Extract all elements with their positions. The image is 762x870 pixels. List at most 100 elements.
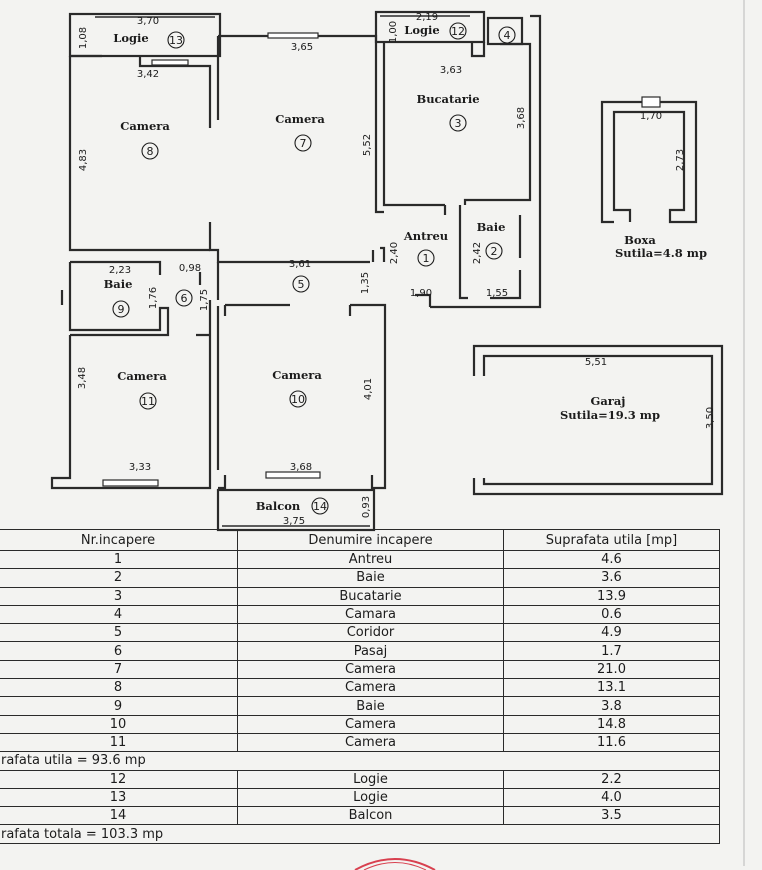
cell-nr: 7 [0, 659, 238, 680]
cell-suprafata: 14.8 [503, 714, 720, 734]
cell-nr: 11 [0, 732, 238, 753]
room-number-5: 5 [298, 278, 305, 291]
room-name-9: Baie [104, 277, 133, 291]
garaj-area: Sutila=19.3 mp [560, 408, 660, 422]
cell-nr: 3 [0, 586, 238, 606]
dimension-label: 0,93 [361, 496, 372, 518]
room-name-7: Camera [275, 112, 325, 126]
room-number-11-circle [139, 392, 157, 410]
cell-suprafata: 3.6 [503, 568, 720, 588]
cell-suprafata: 1.7 [503, 641, 720, 661]
dimension-label: 0,98 [179, 263, 201, 274]
cell-denumire: Antreu [237, 549, 504, 570]
cell-nr: 8 [0, 678, 238, 698]
room-number-11: 11 [141, 395, 155, 408]
cell-suprafata: 11.6 [503, 732, 720, 753]
dimension-label: 1,90 [410, 288, 432, 299]
room-number-10: 10 [291, 393, 305, 406]
room-number-9: 9 [118, 303, 125, 316]
header-nr: Nr.incapere [0, 529, 238, 551]
room-number-4: 4 [504, 29, 511, 42]
dimension-label: 5,51 [585, 357, 607, 368]
dimension-label: 3,33 [129, 462, 151, 473]
cell-denumire: Camera [237, 714, 504, 734]
cell-denumire: Camera [237, 678, 504, 698]
room-number-5-circle [292, 275, 310, 293]
cell-suprafata: 4.9 [503, 623, 720, 643]
cell-nr: 4 [0, 604, 238, 625]
dimension-label: 1,70 [640, 111, 662, 122]
cell-nr: 2 [0, 568, 238, 588]
dimension-label: 2,42 [472, 242, 483, 264]
cell-denumire: Coridor [237, 623, 504, 643]
dimension-label: 3,65 [291, 42, 313, 53]
room-number-13: 13 [169, 34, 183, 47]
room-number-13-circle [167, 31, 185, 49]
cell-denumire: Pasaj [237, 641, 504, 661]
cell-nr: 5 [0, 623, 238, 643]
boxa-walls [600, 96, 698, 224]
dimension-label: 3,63 [440, 65, 462, 76]
dimension-label: 3,61 [289, 259, 311, 270]
room-number-6-circle [175, 289, 193, 307]
cell-denumire: Baie [237, 696, 504, 716]
dimension-label: 1,08 [78, 27, 89, 49]
cell-denumire: Logie [237, 787, 504, 808]
dimension-label: 1,00 [388, 21, 399, 43]
room-number-7-circle [294, 134, 312, 152]
cell-nr: 6 [0, 641, 238, 661]
cell-denumire: Bucatarie [237, 586, 504, 606]
room-number-9-circle [112, 300, 130, 318]
stamp-seal [354, 858, 436, 870]
header-denumire: Denumire incapere [237, 529, 504, 551]
room-number-2: 2 [491, 245, 498, 258]
room-name-10: Camera [272, 368, 322, 382]
room-name-11: Camera [117, 369, 167, 383]
summary-totala: rafata totala = 103.3 mp [0, 824, 720, 844]
dimension-label: 3,68 [516, 107, 527, 129]
cell-denumire: Balcon [237, 806, 504, 826]
cell-denumire: Camera [237, 732, 504, 753]
room-number-1: 1 [423, 252, 430, 265]
room-number-2-circle [485, 242, 503, 260]
dimension-label: 3,42 [137, 69, 159, 80]
cell-nr: 10 [0, 714, 238, 734]
room-name-3: Bucatarie [416, 92, 479, 106]
room-name-8: Camera [120, 119, 170, 133]
room-number-8: 8 [147, 145, 154, 158]
cell-denumire: Camera [237, 659, 504, 680]
cell-nr: 9 [0, 696, 238, 716]
dimension-label: 3,75 [283, 516, 305, 527]
cell-nr: 13 [0, 787, 238, 808]
room-name-13: Logie [113, 31, 148, 45]
dimension-label: 3,50 [705, 407, 716, 429]
dimension-label: 2,23 [109, 265, 131, 276]
room-number-3-circle [449, 114, 467, 132]
room-number-4-circle [498, 26, 516, 44]
cell-suprafata: 4.0 [503, 787, 720, 808]
cell-suprafata: 21.0 [503, 659, 720, 680]
header-suprafata: Suprafata utila [mp] [503, 529, 720, 551]
room-number-3: 3 [455, 117, 462, 130]
room-number-12-circle [449, 22, 467, 40]
room-name-2: Baie [477, 220, 506, 234]
outer-walls-west [68, 34, 384, 252]
dimension-label: 4,01 [363, 378, 374, 400]
cell-suprafata: 4.6 [503, 549, 720, 570]
cell-suprafata: 13.1 [503, 678, 720, 698]
room-number-6: 6 [181, 292, 188, 305]
room-number-10-circle [289, 390, 307, 408]
room-name-14: Balcon [256, 499, 301, 513]
